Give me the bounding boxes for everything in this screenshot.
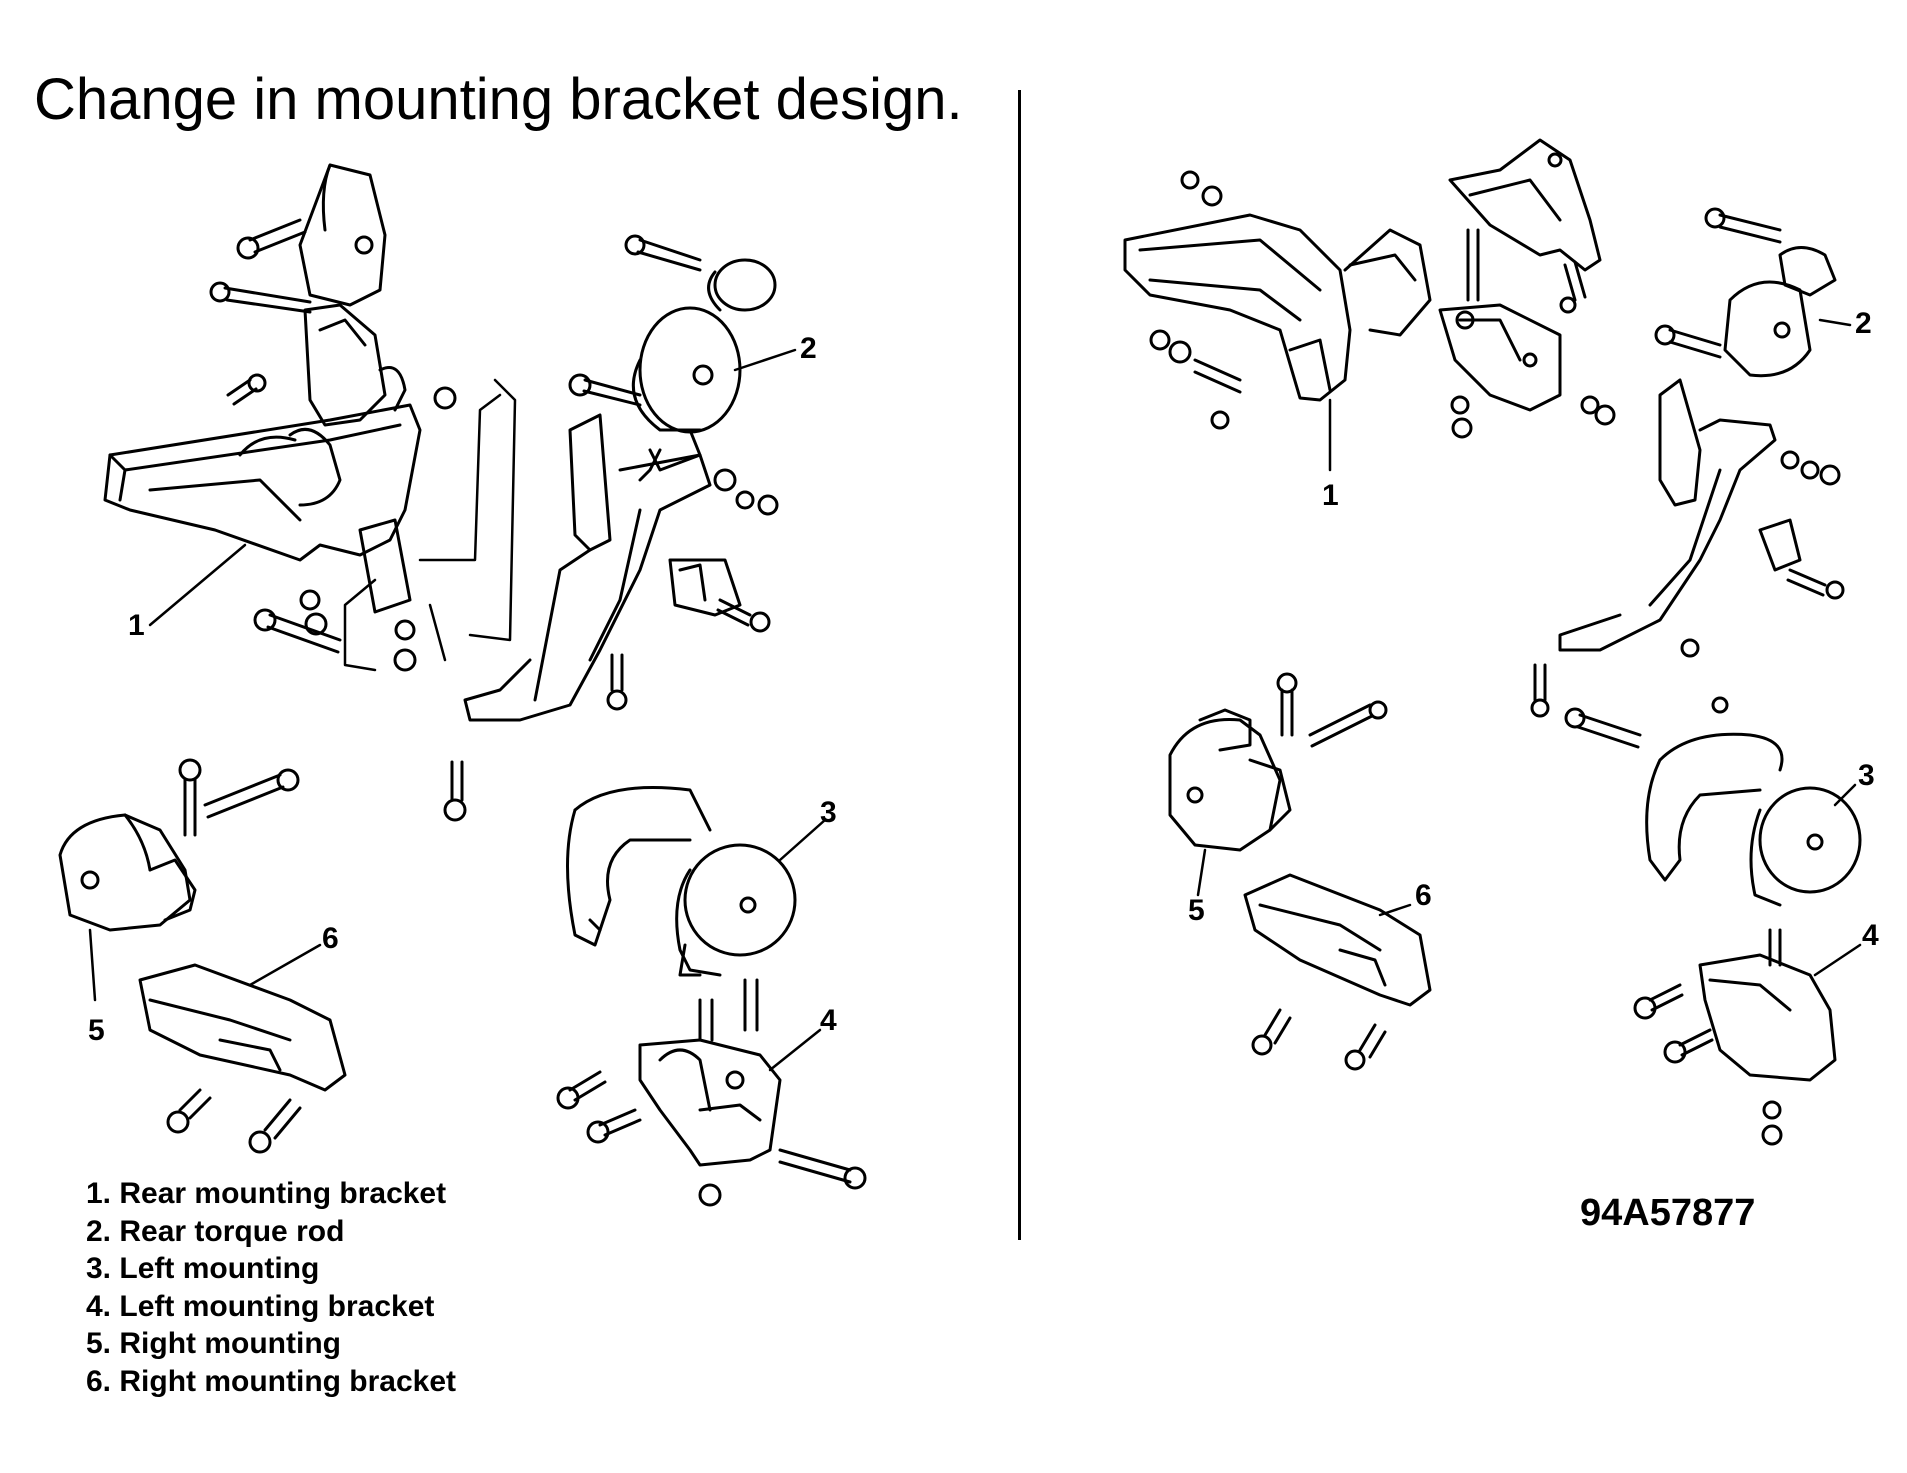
right-center-bracket bbox=[1438, 138, 1616, 439]
legend-item: 3. Left mounting bbox=[86, 1252, 320, 1285]
right-callout-4: 4 bbox=[1862, 919, 1879, 952]
right-callout-3: 3 bbox=[1858, 759, 1875, 792]
legend-item: 5. Right mounting bbox=[86, 1327, 341, 1360]
left-bolts bbox=[209, 218, 779, 822]
left-rear-torque-rod bbox=[631, 258, 777, 482]
right-right-mounting-bracket bbox=[1243, 873, 1432, 1071]
left-callout-6: 6 bbox=[322, 922, 339, 955]
right-rear-mounting-bracket bbox=[1123, 170, 1432, 430]
panel-divider bbox=[1018, 90, 1021, 1240]
legend-item: 1. Rear mounting bracket bbox=[86, 1177, 447, 1210]
left-callout-1: 1 bbox=[128, 609, 145, 642]
right-left-mounting-bracket bbox=[1633, 928, 1837, 1146]
left-callout-2: 2 bbox=[800, 332, 817, 365]
right-callout-5: 5 bbox=[1188, 894, 1205, 927]
left-rear-mounting-bracket bbox=[103, 403, 422, 614]
parts-legend: 1. Rear mounting bracket 2. Rear torque … bbox=[86, 1175, 456, 1400]
left-upper-mount bbox=[298, 163, 407, 427]
legend-item: 6. Right mounting bracket bbox=[86, 1364, 457, 1398]
right-left-mounting bbox=[1564, 696, 1862, 907]
left-guide-lines bbox=[343, 378, 517, 672]
left-left-mounting-bracket bbox=[556, 978, 867, 1207]
legend-item: 2. Rear torque rod bbox=[86, 1214, 345, 1248]
right-rear-torque-rod bbox=[1654, 207, 1837, 378]
right-long-bracket bbox=[1530, 378, 1845, 718]
left-long-bracket bbox=[463, 413, 742, 722]
right-callout-2: 2 bbox=[1855, 307, 1872, 340]
right-callout-1: 1 bbox=[1322, 479, 1339, 512]
right-callout-6: 6 bbox=[1415, 879, 1432, 912]
figure-code: 94A57877 bbox=[1580, 1192, 1756, 1234]
left-right-mounting-bracket bbox=[138, 963, 347, 1154]
legend-item: 4. Left mounting bracket bbox=[86, 1289, 435, 1323]
left-leader-lines bbox=[88, 348, 827, 1072]
left-left-mounting bbox=[566, 786, 797, 977]
right-panel-illustration: 1 2 3 4 5 6 bbox=[1123, 138, 1879, 1146]
page-title: Change in mounting bracket design. bbox=[34, 67, 963, 132]
left-callout-4: 4 bbox=[820, 1004, 837, 1037]
left-right-mounting bbox=[58, 758, 300, 932]
right-leader-lines bbox=[1196, 318, 1862, 977]
left-callout-3: 3 bbox=[820, 796, 837, 829]
right-right-mounting bbox=[1168, 672, 1388, 852]
left-panel-illustration: 1 2 3 4 5 6 bbox=[58, 163, 867, 1207]
left-callout-5: 5 bbox=[88, 1014, 105, 1047]
